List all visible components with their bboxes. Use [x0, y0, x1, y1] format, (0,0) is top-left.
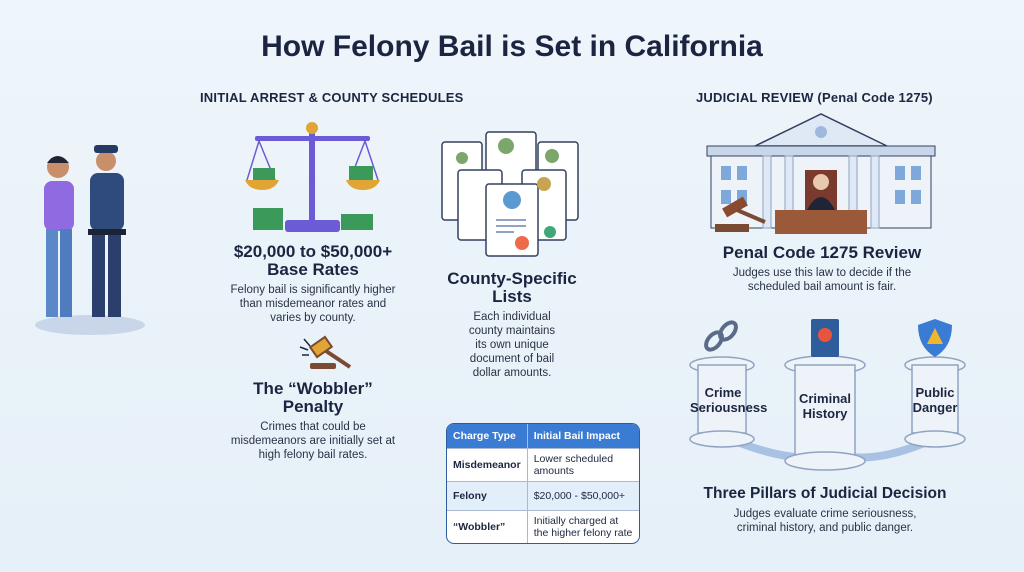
county-heading-line2: Lists: [492, 287, 532, 306]
table-cell: $20,000 - $50,000+: [527, 481, 639, 510]
pillar-public-danger: Public Danger: [912, 385, 958, 415]
table-header: Initial Bail Impact: [527, 424, 639, 448]
table-cell: Misdemeanor: [447, 448, 528, 481]
table-cell: Felony: [447, 481, 528, 510]
county-description: Each individual county maintains its own…: [468, 311, 556, 379]
wobbler-description: Crimes that could be misdemeanors are in…: [230, 421, 396, 461]
warning-shield-icon: [918, 319, 952, 357]
base-rates-block: $20,000 to $50,000+ Base Rates Felony ba…: [208, 243, 418, 325]
pillar-criminal-history: Criminal History: [798, 391, 851, 421]
county-heading-line1: County-Specific: [447, 269, 577, 288]
three-pillars-block: Three Pillars of Judicial Decision Judge…: [690, 485, 960, 535]
table-row: Felony$20,000 - $50,000+: [447, 481, 639, 510]
courthouse-judge-icon: [706, 113, 936, 234]
county-documents-icon: [441, 131, 579, 257]
pillars-illustration: [689, 319, 966, 471]
pillar-crime-seriousness: Crime Seriousness: [690, 385, 768, 415]
section-header-judicial-review: JUDICIAL REVIEW (Penal Code 1275): [696, 90, 933, 105]
penal-code-review-block: Penal Code 1275 Review Judges use this l…: [702, 244, 942, 294]
three-pillars-description: Judges evaluate crime seriousness, crimi…: [733, 508, 917, 534]
page-title: How Felony Bail is Set in California: [261, 30, 763, 63]
base-rates-heading-line1: $20,000 to $50,000+: [233, 242, 393, 261]
section-header-initial-arrest: INITIAL ARREST & COUNTY SCHEDULES: [200, 90, 464, 105]
table-cell: “Wobbler”: [447, 510, 528, 543]
gavel-icon: [299, 335, 352, 369]
record-book-icon: [811, 319, 839, 357]
wobbler-block: The “Wobbler” Penalty Crimes that could …: [213, 380, 413, 462]
base-rates-heading-line2: Base Rates: [267, 260, 359, 279]
table-cell: Initially charged at the higher felony r…: [527, 510, 639, 543]
base-rates-description: Felony bail is significantly higher than…: [230, 284, 396, 324]
table-cell: Lower scheduled amounts: [527, 448, 639, 481]
table-header: Charge Type: [447, 424, 528, 448]
arrest-illustration-icon: [35, 145, 145, 335]
chain-link-icon: [704, 320, 738, 352]
wobbler-heading-line1: The “Wobbler”: [253, 379, 373, 398]
three-pillars-heading: Three Pillars of Judicial Decision: [703, 485, 947, 502]
review-description: Judges use this law to decide if the sch…: [732, 267, 912, 293]
county-lists-block: County-Specific Lists Each individual co…: [437, 270, 587, 380]
wobbler-heading-line2: Penalty: [282, 397, 344, 416]
table-row: “Wobbler”Initially charged at the higher…: [447, 510, 639, 543]
scales-of-justice-icon: [245, 122, 380, 232]
review-heading: Penal Code 1275 Review: [722, 243, 922, 262]
